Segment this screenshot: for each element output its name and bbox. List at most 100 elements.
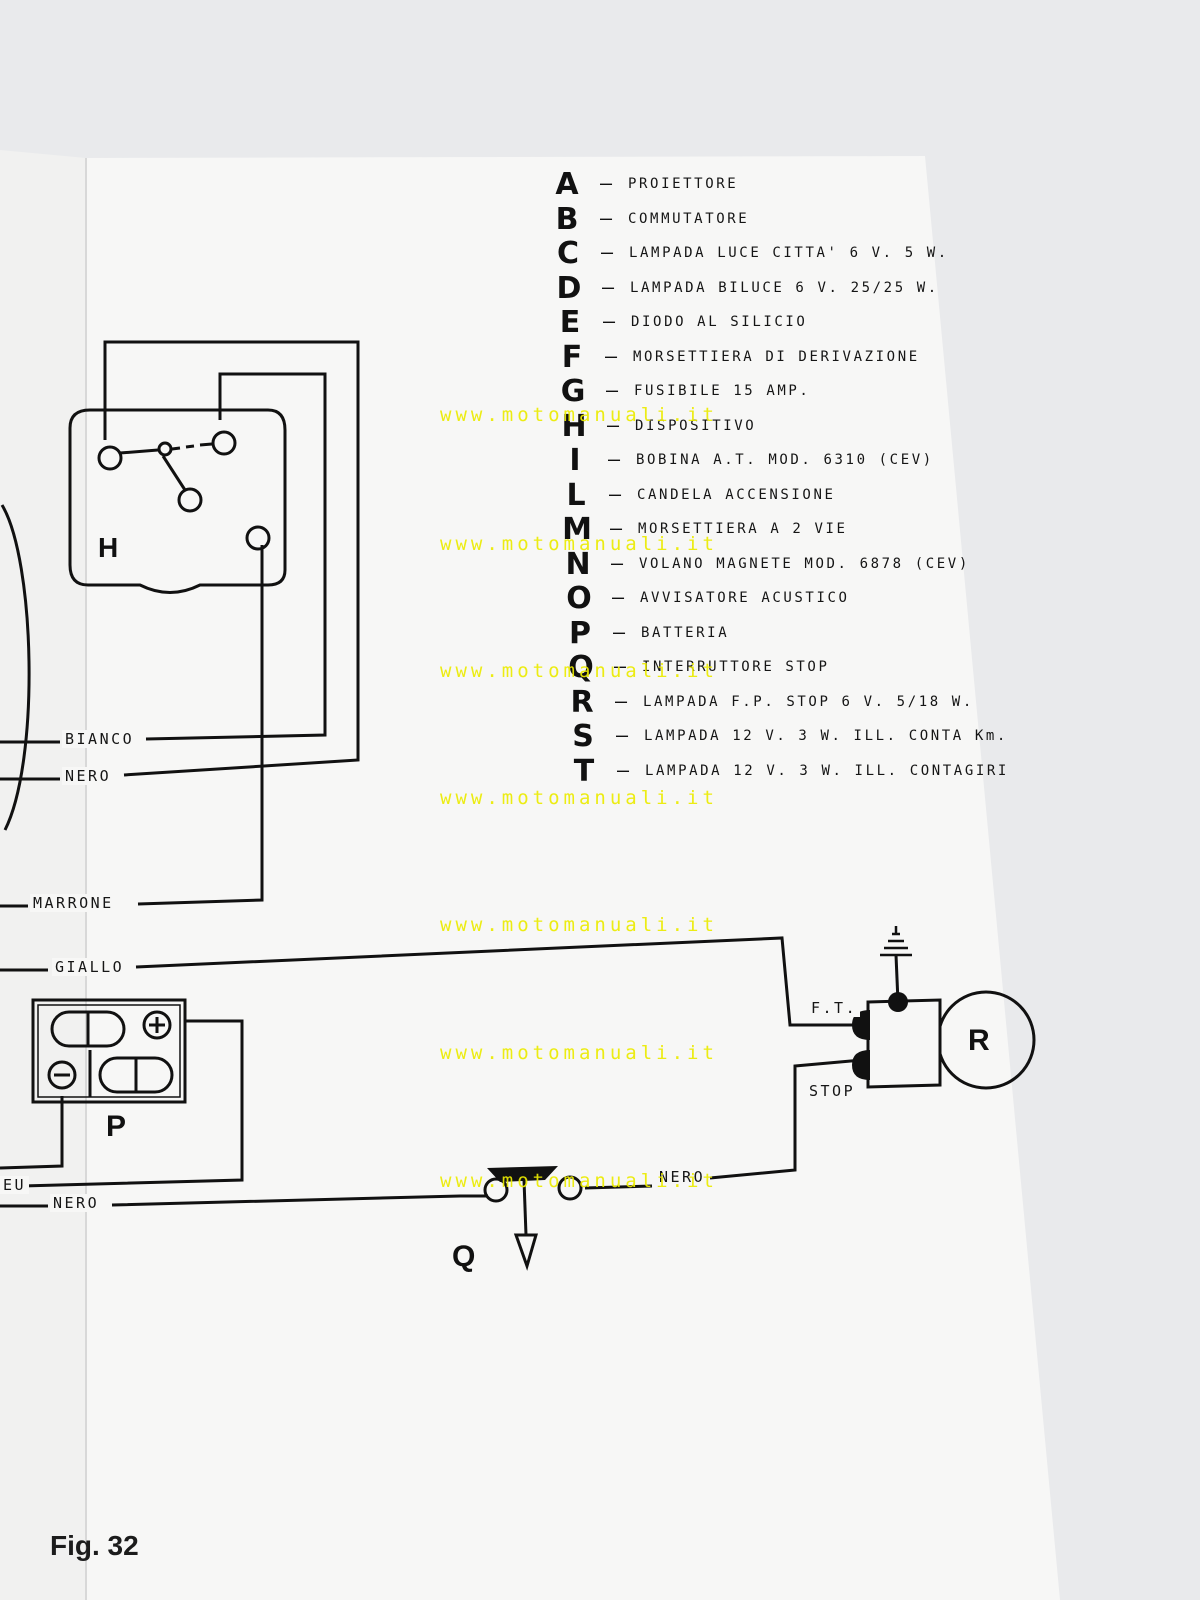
legend-item: C — LAMPADA LUCE CITTA' 6 V. 5 W. xyxy=(551,237,1011,272)
r-lamp-terminal-stop xyxy=(852,1050,870,1080)
legend-letter: N xyxy=(565,546,591,582)
wire-battery-negative xyxy=(0,1096,64,1170)
r-lamp-socket xyxy=(866,998,942,1089)
legend-letter: L xyxy=(566,477,586,513)
legend-item: D — LAMPADA BILUCE 6 V. 25/25 W. xyxy=(552,271,1012,307)
legend-description: LAMPADA LUCE CITTA' 6 V. 5 W. xyxy=(629,245,949,261)
battery-negative-terminal xyxy=(47,1060,77,1090)
legend-description: COMMUTATORE xyxy=(628,210,750,227)
component-h-device xyxy=(68,408,287,594)
q-switch-pointer xyxy=(513,1233,538,1271)
legend-item: H — DISPOSITIVO xyxy=(557,409,1017,445)
legend-description: AVVISATORE ACUSTICO xyxy=(640,590,850,606)
watermark: www.motomanuali.it xyxy=(440,914,718,936)
q-terminal-right xyxy=(557,1175,583,1201)
legend-dash: — xyxy=(600,171,613,195)
battery-positive-terminal xyxy=(142,1010,172,1040)
legend-dash: — xyxy=(609,481,622,506)
h-terminal-2 xyxy=(157,441,173,457)
wire-label-bianco: BIANCO xyxy=(62,730,138,748)
battery-inner xyxy=(37,1004,181,1098)
legend-dash: — xyxy=(608,447,621,471)
legend-letter: Q xyxy=(568,650,594,685)
legend-description: FUSIBILE 15 AMP. xyxy=(634,383,811,399)
legend-item: I — BOBINA A.T. MOD. 6310 (CEV) xyxy=(558,444,1018,479)
h-device-body xyxy=(68,408,287,594)
legend-description: LAMPADA 12 V. 3 W. ILL. CONTA Km. xyxy=(644,728,1008,744)
r-lamp-terminal-ft xyxy=(852,1010,870,1040)
h-switch-lever xyxy=(119,442,213,491)
q-switch-plunger xyxy=(522,1179,528,1236)
legend-description: DISPOSITIVO xyxy=(635,417,757,434)
battery-outer xyxy=(31,998,187,1104)
paper-sheet-left xyxy=(0,150,86,1600)
component-p-battery xyxy=(31,998,187,1104)
wire-label-nero-top: NERO xyxy=(62,767,115,785)
component-q-stop-switch xyxy=(483,1166,583,1271)
component-label-h: H xyxy=(98,532,119,563)
watermark: www.motomanuali.it xyxy=(440,660,718,682)
legend-dash: — xyxy=(607,412,620,437)
legend-description: DIODO AL SILICIO xyxy=(631,314,808,330)
wire-stop xyxy=(709,1058,863,1180)
legend-letter: M xyxy=(562,512,592,547)
legend-description: BATTERIA xyxy=(641,624,730,641)
wire-label-nero-switch: NERO xyxy=(656,1168,709,1186)
h-terminal-3 xyxy=(211,430,237,456)
watermark: www.motomanuali.it xyxy=(440,404,718,426)
legend-letter: A xyxy=(555,167,579,202)
r-lamp-ground-wire xyxy=(894,954,900,1003)
wire-nero-switch xyxy=(584,1184,653,1190)
wire-label-giallo: GIALLO xyxy=(52,958,128,976)
legend-dash: — xyxy=(600,205,613,230)
legend-dash: — xyxy=(610,516,623,540)
wire-label-nero-bottom: NERO xyxy=(50,1194,103,1212)
legend-letter: I xyxy=(569,443,581,478)
circuit-wires xyxy=(0,340,863,1208)
legend-letter: P xyxy=(569,615,591,651)
legend-item: O — AVVISATORE ACUSTICO xyxy=(562,582,1022,617)
legend-letter: R xyxy=(570,684,594,720)
legend-dash: — xyxy=(616,723,629,747)
legend-letter: T xyxy=(573,753,595,789)
h-terminal-1 xyxy=(97,445,123,471)
legend-description: LAMPADA BILUCE 6 V. 25/25 W. xyxy=(630,279,939,296)
component-label-r: R xyxy=(968,1024,990,1057)
h-terminal-4 xyxy=(177,487,203,513)
component-label-p: P xyxy=(106,1110,127,1143)
q-switch-cap xyxy=(487,1166,558,1182)
legend-description: MORSETTIERA A 2 VIE xyxy=(638,521,848,537)
legend-letter: C xyxy=(556,236,580,271)
legend-dash: — xyxy=(617,757,630,782)
legend-item: E — DIODO AL SILICIO xyxy=(553,306,1013,341)
legend-item: F — MORSETTIERA DI DERIVAZIONE xyxy=(555,339,1015,376)
legend-letter: E xyxy=(559,305,581,340)
legend-item: S — LAMPADA 12 V. 3 W. ILL. CONTA Km. xyxy=(566,720,1026,755)
legend-description: INTERRUTTORE STOP xyxy=(642,659,830,675)
wire-label-blu-partial: EU xyxy=(0,1176,30,1194)
q-terminal-left xyxy=(483,1177,509,1203)
watermark: www.motomanuali.it xyxy=(440,1170,718,1192)
legend-letter: F xyxy=(561,339,583,375)
legend-item: Q — INTERRUTTORE STOP xyxy=(564,651,1024,686)
ground-symbol xyxy=(880,926,912,957)
wire-nero-top-right xyxy=(103,340,360,777)
wire-label-marrone: MARRONE xyxy=(30,894,117,912)
wire-bianco-right xyxy=(145,372,327,741)
paper-sheet xyxy=(86,156,1060,1600)
legend-description: MORSETTIERA DI DERIVAZIONE xyxy=(633,348,920,365)
wire-giallo-right xyxy=(135,936,862,1027)
legend-dash: — xyxy=(605,343,618,368)
legend-description: VOLANO MAGNETE MOD. 6878 (CEV) xyxy=(639,555,970,572)
legend-item: M — MORSETTIERA A 2 VIE xyxy=(560,513,1020,548)
legend-letter: B xyxy=(555,201,579,237)
legend-item: P — BATTERIA xyxy=(563,615,1023,652)
wire-marrone-right xyxy=(137,545,264,906)
legend-item: L — CANDELA ACCENSIONE xyxy=(559,477,1019,514)
legend-dash: — xyxy=(603,309,616,333)
legend-letter: S xyxy=(572,719,594,754)
battery-positive-sign xyxy=(149,1017,165,1033)
legend-dash: — xyxy=(613,619,626,644)
legend-item: R — LAMPADA F.P. STOP 6 V. 5/18 W. xyxy=(565,684,1025,721)
